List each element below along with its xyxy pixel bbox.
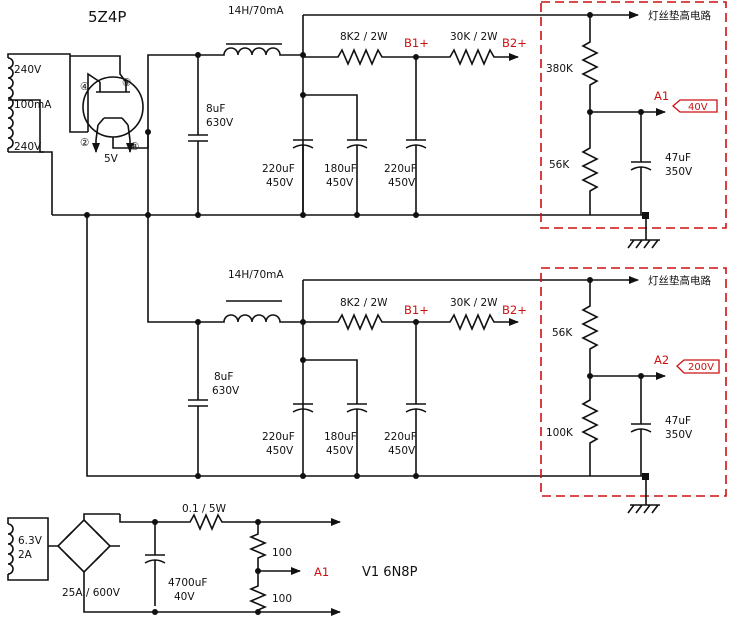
heater-filter-cap (119, 514, 166, 606)
stage2-cap-b (346, 403, 368, 476)
stage2-cap-out (630, 376, 652, 476)
rectifier-tube (70, 55, 149, 149)
stage2-r2-label: 30K / 2W (450, 297, 498, 309)
heater-r-top-label: 100 (272, 547, 292, 559)
stage2-cap-in (188, 322, 208, 476)
stage1-cap-out-value: 47uF (665, 152, 691, 164)
ct-wire (8, 99, 53, 215)
stage1-heater-label: 灯丝垫高电路 (648, 9, 711, 22)
heater-tube-label: V1 6N8P (362, 565, 418, 580)
stage1-cap-in (188, 55, 208, 215)
stage2-voltage-tag (676, 359, 720, 374)
stage1-cap-c (405, 57, 427, 215)
rectifier-title: 5Z4P (88, 8, 126, 26)
stage2-r-top-label: 56K (552, 327, 573, 339)
stage2-cap-out-voltage: 350V (665, 429, 693, 441)
stage1-cap-c-value: 220uF (384, 163, 417, 175)
stage1-r1 (303, 47, 416, 67)
stage2-cap-a-voltage: 450V (266, 445, 294, 457)
stage1-voltage-tag-text: 40V (688, 102, 708, 113)
stage2-r-bot-label: 100K (546, 427, 574, 439)
stage2-b1-label: B1+ (404, 303, 429, 317)
heater-cap-voltage: 40V (174, 591, 195, 603)
heater-transformer-current: 2A (18, 549, 33, 561)
tube-pin-2: ② (80, 137, 89, 149)
stage2-cap-in-value: 8uF (214, 371, 233, 383)
stage1-cap-b (346, 139, 368, 215)
stage2-r1-label: 8K2 / 2W (340, 297, 388, 309)
heater-resistor (155, 512, 258, 532)
tube-pin-6: ⑥ (122, 77, 131, 89)
heater-node-label: A1 (314, 565, 329, 579)
stage1-r2-label: 30K / 2W (450, 31, 498, 43)
stage2-cap-c-value: 220uF (384, 431, 417, 443)
stage2-r2 (416, 312, 519, 332)
stage1-r2 (416, 47, 519, 67)
stage2-cap-out-value: 47uF (665, 415, 691, 427)
anode1-wire (30, 53, 88, 133)
stage1-cap-in-value: 8uF (206, 103, 225, 115)
stage2-heater-label: 灯丝垫高电路 (648, 274, 711, 287)
stage2-cap-b-voltage: 450V (326, 445, 354, 457)
heater-transformer (7, 517, 49, 581)
stage1-cap-out (630, 112, 652, 215)
bridge-rectifier (48, 513, 120, 578)
stage2-b2-label: B2+ (502, 303, 527, 317)
stage2-ground-bus (86, 215, 646, 477)
stage2-voltage-tag-text: 200V (688, 362, 714, 373)
stage1-b2-label: B2+ (502, 36, 527, 50)
bridge-label: 25A / 600V (62, 587, 121, 599)
heater-transformer-voltage: 6.3V (18, 535, 43, 547)
heater-cap-value: 4700uF (168, 577, 207, 589)
choke-1-label: 14H/70mA (228, 5, 284, 17)
stage1-node-label: A1 (654, 89, 669, 103)
ground-icon (627, 480, 660, 514)
stage1-cap-in-voltage: 630V (206, 117, 234, 129)
heater-divider (248, 522, 268, 612)
stage2-input-wire (147, 132, 220, 323)
heater-bias-box-2 (540, 267, 727, 497)
stage1-r-bot-label: 56K (549, 159, 570, 171)
tube-heater-voltage: 5V (104, 153, 119, 165)
choke-2 (220, 300, 284, 323)
stage1-cap-b-voltage: 450V (326, 177, 354, 189)
transformer-label-bot: 240V (14, 141, 42, 153)
stage2-r1 (303, 312, 416, 332)
tube-pin-4: ④ (80, 81, 89, 93)
stage2-node-label: A2 (654, 353, 669, 367)
choke-2-label: 14H/70mA (228, 269, 284, 281)
choke-1 (220, 43, 284, 56)
stage1-cap-a-value: 220uF (262, 163, 295, 175)
stage2-cap-in-voltage: 630V (212, 385, 240, 397)
stage1-voltage-tag (672, 99, 718, 113)
stage1-divider (581, 15, 599, 215)
heater-r-bot-label: 100 (272, 593, 292, 605)
stage2-cap-c (405, 322, 427, 476)
stage1-cap-b-value: 180uF (324, 163, 357, 175)
stage2-cap-b-value: 180uF (324, 431, 357, 443)
stage1-cap-a-voltage: 450V (266, 177, 294, 189)
transformer-label-mid: 100mA (14, 99, 52, 111)
stage1-b1-label: B1+ (404, 36, 429, 50)
transformer-label-top: 240V (14, 64, 42, 76)
heater-bias-box-1 (540, 1, 727, 229)
stage1-r-top-label: 380K (546, 63, 574, 75)
ground-icon (627, 219, 660, 249)
stage2-cap-c-voltage: 450V (388, 445, 416, 457)
stage1-cap-out-voltage: 350V (665, 166, 693, 178)
tube-pin-8: ⑧ (130, 141, 139, 153)
stage1-r1-label: 8K2 / 2W (340, 31, 388, 43)
stage1-cap-c-voltage: 450V (388, 177, 416, 189)
stage2-cap-a-value: 220uF (262, 431, 295, 443)
stage2-cap-a (292, 403, 314, 413)
stage1-cap-b-wire (303, 94, 358, 140)
heater-resistor-label: 0.1 / 5W (182, 503, 227, 515)
